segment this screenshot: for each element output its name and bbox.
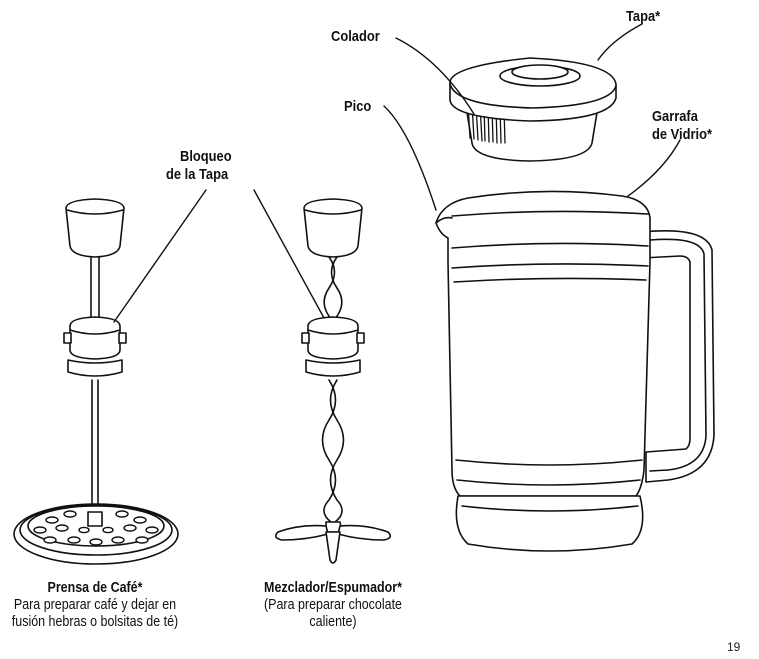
page-number: 19 — [727, 640, 741, 654]
caption-press-line2: fusión hebras o bolsitas de té) — [11, 614, 179, 630]
label-carafe-line2: de Vidrio* — [652, 126, 712, 143]
caption-press-line1: Para preparar café y dejar en — [13, 597, 177, 613]
lid-illustration — [449, 57, 617, 162]
caption-frother-line1: (Para preparar chocolate — [264, 597, 402, 613]
label-spout: Pico — [344, 98, 372, 115]
label-lid: Tapa* — [626, 8, 661, 25]
caption-frother-line2: caliente) — [309, 614, 357, 630]
label-carafe-line1: Garrafa — [652, 108, 698, 125]
label-lock-line2: de la Tapa — [166, 166, 229, 183]
leader-lines — [113, 23, 681, 323]
caption-press: Prensa de Café* Para preparar café y dej… — [5, 580, 186, 631]
caption-frother: Mezclador/Espumador* (Para preparar choc… — [243, 580, 424, 631]
label-strainer: Colador — [331, 28, 380, 45]
label-lock-line1: Bloqueo — [180, 148, 232, 165]
caption-frother-title: Mezclador/Espumador* — [264, 580, 402, 596]
frother-illustration — [274, 198, 392, 564]
carafe-illustration — [435, 190, 715, 552]
press-plunger-illustration — [13, 198, 179, 565]
caption-press-title: Prensa de Café* — [47, 580, 143, 596]
